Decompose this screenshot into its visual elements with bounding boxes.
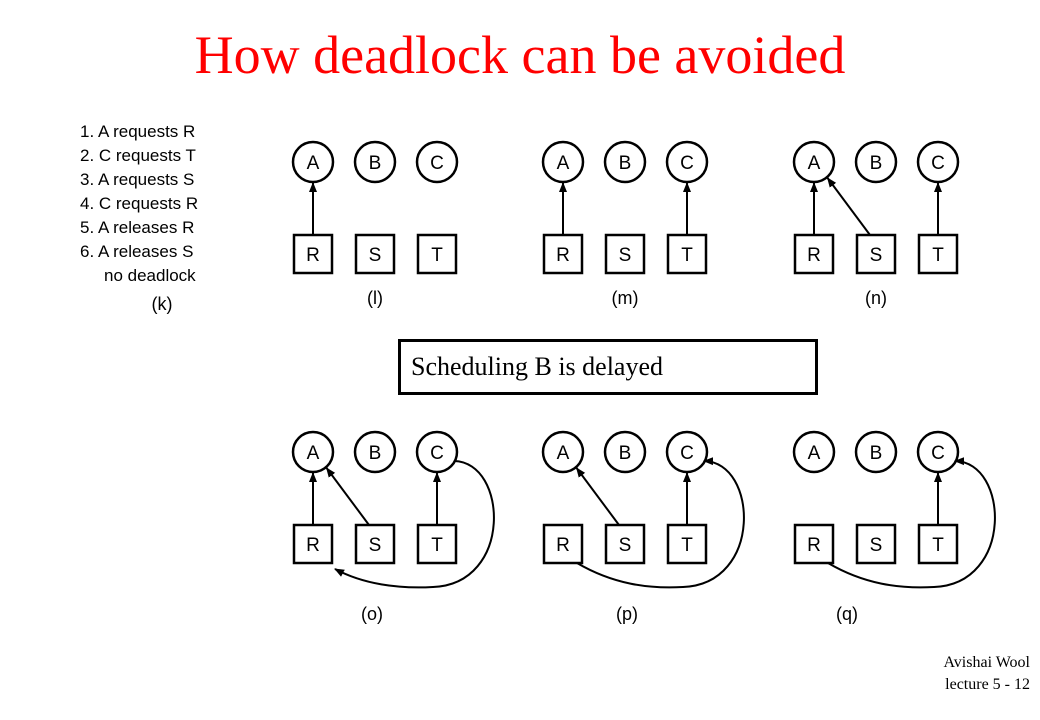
- process-label: A: [307, 443, 320, 464]
- graph-panel: A B C R S T (m): [541, 140, 709, 308]
- resource-label: R: [306, 245, 320, 266]
- step-item: 2. C requests T: [80, 146, 196, 165]
- resource-node: [793, 523, 835, 565]
- process-label: C: [931, 153, 945, 174]
- assignment-edge-curved: [576, 457, 745, 589]
- event-sequence-list: 1. A requests R 2. C requests T 3. A req…: [80, 120, 198, 288]
- process-label: A: [808, 153, 821, 174]
- slide-title: How deadlock can be avoided: [194, 25, 846, 85]
- resource-node: [666, 233, 708, 275]
- panel-label: (m): [612, 288, 639, 308]
- process-label: A: [307, 153, 320, 174]
- resource-label: S: [369, 535, 382, 556]
- process-label: C: [931, 443, 945, 464]
- assignment-edge: [325, 467, 370, 526]
- resource-label: R: [807, 245, 821, 266]
- resource-label: S: [870, 535, 883, 556]
- resource-label: R: [807, 535, 821, 556]
- process-label: A: [808, 443, 821, 464]
- process-label: B: [619, 153, 632, 174]
- step-item: 6. A releases S: [80, 242, 194, 261]
- panel-label: (p): [616, 604, 638, 624]
- process-label: B: [369, 153, 382, 174]
- resource-node: [292, 233, 334, 275]
- graph-panel: A B C R S T (q): [792, 430, 996, 624]
- request-edge: [334, 460, 495, 589]
- resource-label: T: [681, 245, 693, 266]
- resource-label: S: [619, 535, 632, 556]
- resource-label: S: [619, 245, 632, 266]
- process-label: B: [870, 153, 883, 174]
- process-label: A: [557, 443, 570, 464]
- step-item: 4. C requests R: [80, 194, 199, 213]
- resource-label: T: [681, 535, 693, 556]
- process-label: C: [680, 443, 694, 464]
- graph-panel: A B C R S T (p): [541, 430, 745, 624]
- assignment-edge: [826, 177, 871, 236]
- assignment-edge: [575, 467, 620, 526]
- process-label: C: [680, 153, 694, 174]
- graph-panel: A B C R S T (l): [291, 140, 459, 308]
- process-node: [415, 140, 459, 184]
- resource-node: [542, 523, 584, 565]
- resource-node: [416, 233, 458, 275]
- step-item: 5. A releases R: [80, 218, 195, 237]
- panel-label: (q): [836, 604, 858, 624]
- process-node: [854, 430, 898, 474]
- process-label: C: [430, 443, 444, 464]
- panel-label: (o): [361, 604, 383, 624]
- resource-label: T: [431, 535, 443, 556]
- step-item: 1. A requests R: [80, 122, 196, 141]
- panel-label: (n): [865, 288, 887, 308]
- step-item: 3. A requests S: [80, 170, 195, 189]
- process-node: [854, 140, 898, 184]
- process-node: [353, 430, 397, 474]
- process-node: [541, 430, 585, 474]
- resource-label: S: [369, 245, 382, 266]
- scheduling-note: Scheduling B is delayed: [398, 339, 818, 395]
- graph-panel: A B C R S T (o): [291, 430, 495, 624]
- process-node: [603, 430, 647, 474]
- resource-node: [354, 523, 396, 565]
- process-node: [353, 140, 397, 184]
- panel-label: (l): [367, 288, 383, 308]
- step-result: no deadlock: [104, 266, 196, 285]
- author-name: Avishai Wool: [943, 654, 1030, 671]
- process-label: A: [557, 153, 570, 174]
- resource-label: T: [932, 535, 944, 556]
- resource-node: [604, 523, 646, 565]
- lecture-number: lecture 5 - 12: [945, 676, 1030, 693]
- resource-label: R: [306, 535, 320, 556]
- assignment-edge-curved: [827, 457, 996, 589]
- process-label: B: [870, 443, 883, 464]
- resource-node: [354, 233, 396, 275]
- process-node: [792, 430, 836, 474]
- process-label: C: [430, 153, 444, 174]
- process-label: B: [369, 443, 382, 464]
- resource-node: [604, 233, 646, 275]
- process-node: [603, 140, 647, 184]
- resource-node: [917, 233, 959, 275]
- slide-footer: Avishai Wool lecture 5 - 12: [943, 652, 1030, 696]
- resource-node: [855, 523, 897, 565]
- resource-label: R: [556, 535, 570, 556]
- resource-label: S: [870, 245, 883, 266]
- resource-node: [855, 233, 897, 275]
- resource-label: T: [932, 245, 944, 266]
- process-label: B: [619, 443, 632, 464]
- panel-label: (k): [152, 294, 173, 314]
- resource-label: R: [556, 245, 570, 266]
- graph-panel: A B C R S T (n): [792, 140, 960, 308]
- resource-label: T: [431, 245, 443, 266]
